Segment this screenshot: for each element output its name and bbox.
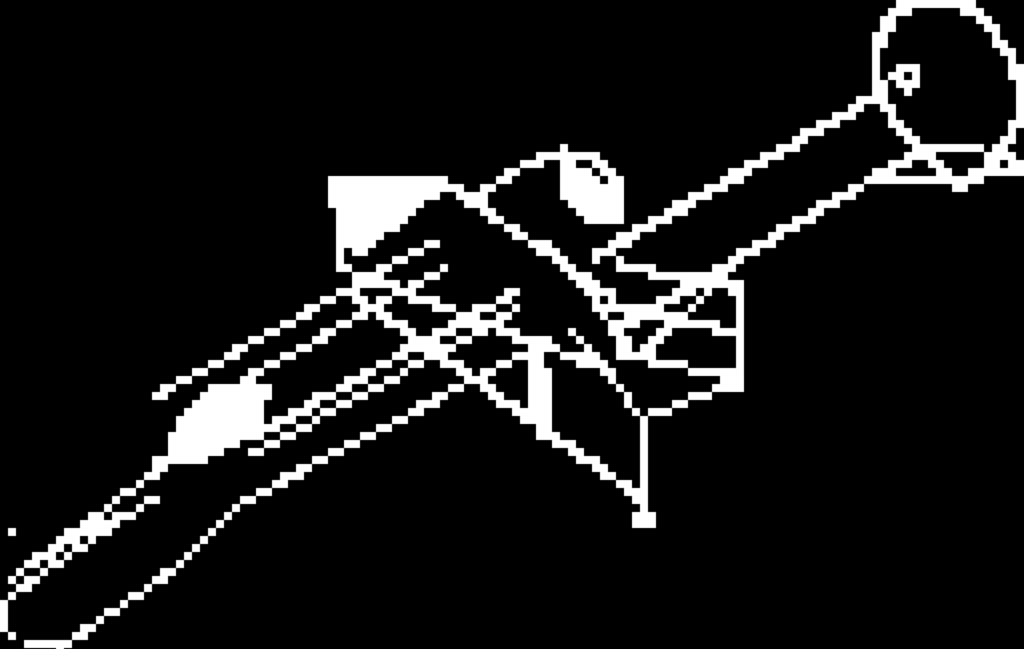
syringe-line-art bbox=[0, 0, 1024, 649]
syringe-illustration-page bbox=[0, 0, 1024, 649]
